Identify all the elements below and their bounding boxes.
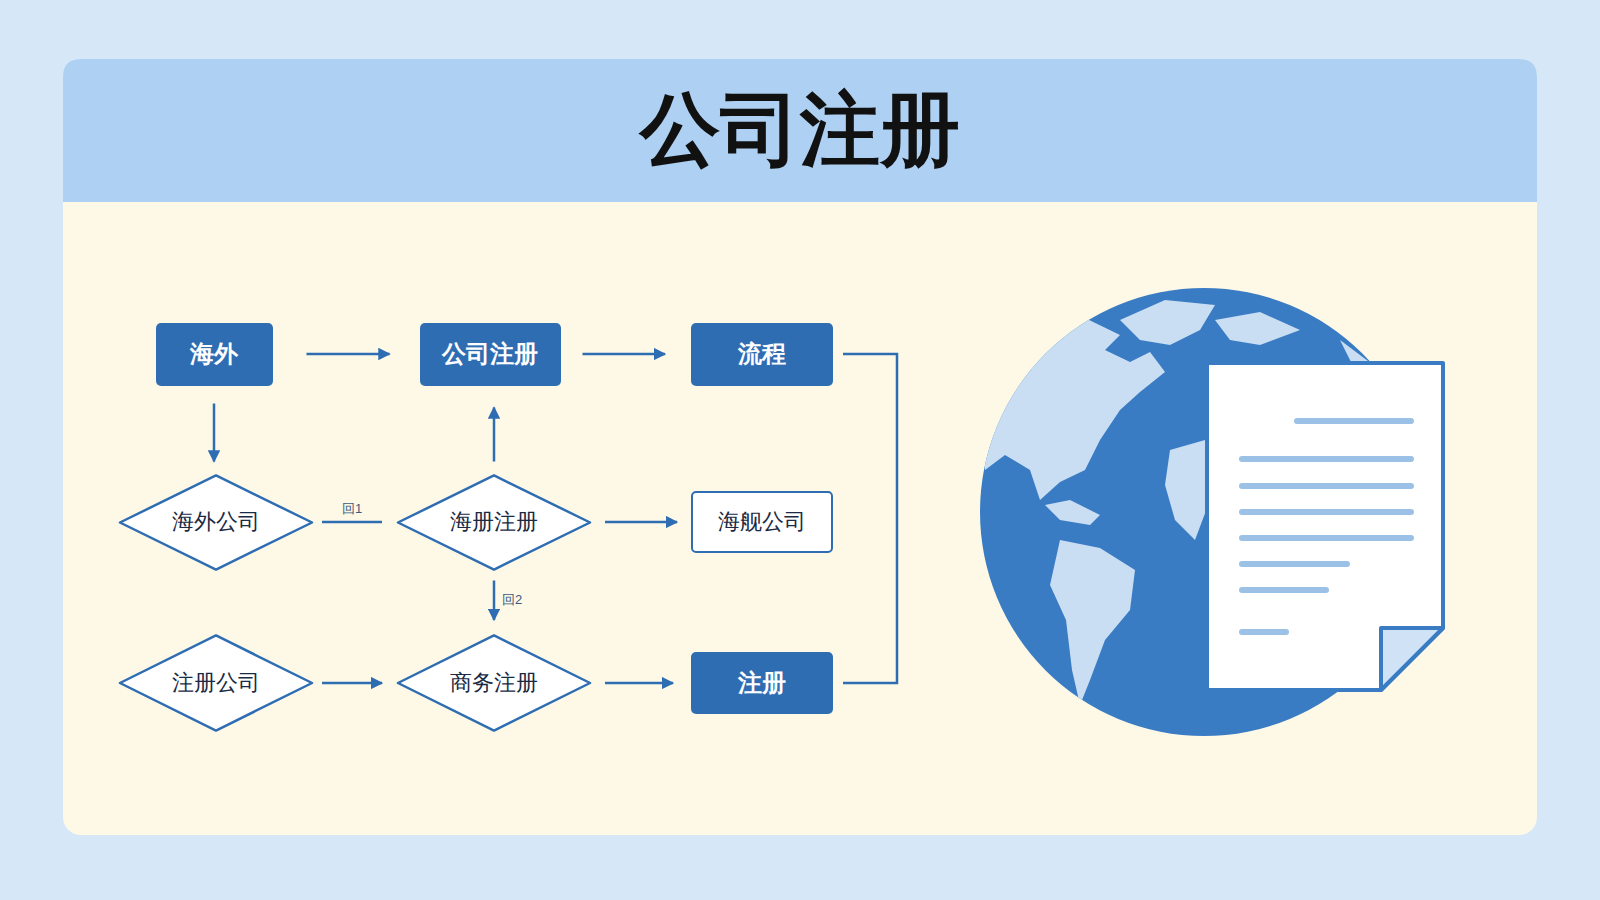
process-box: 公司注册 xyxy=(420,323,561,386)
connector xyxy=(322,682,382,685)
node-text: 海外公司 xyxy=(172,507,260,537)
connector xyxy=(493,581,496,621)
node-text: 海外 xyxy=(190,338,238,370)
decision-diamond: 海外公司 xyxy=(118,474,314,571)
connector xyxy=(213,404,216,462)
connector xyxy=(605,521,677,524)
edge-label: 回2 xyxy=(500,591,524,609)
connector xyxy=(493,408,496,462)
node-text: 注册公司 xyxy=(172,668,260,698)
decision-diamond: 商务注册 xyxy=(396,634,592,732)
node-text: 公司注册 xyxy=(442,338,538,370)
decision-diamond: 注册公司 xyxy=(118,634,314,732)
node-text: 注册 xyxy=(738,667,786,699)
edge-label: 回1 xyxy=(340,500,364,518)
process-box: 注册 xyxy=(691,652,833,714)
connector xyxy=(605,682,673,685)
title: 公司注册 xyxy=(63,59,1537,202)
connector xyxy=(322,521,382,524)
node-text: 商务注册 xyxy=(450,668,538,698)
node-text: 海册注册 xyxy=(450,507,538,537)
connector xyxy=(583,353,666,356)
decision-diamond: 海册注册 xyxy=(396,474,592,571)
process-box: 海外 xyxy=(156,323,273,386)
node-text: 流程 xyxy=(738,338,786,370)
header-band xyxy=(63,59,1537,202)
node-text: 海舰公司 xyxy=(718,507,806,537)
panel xyxy=(63,59,1537,835)
outline-box: 海舰公司 xyxy=(691,491,833,553)
process-box: 流程 xyxy=(691,323,833,386)
connector xyxy=(843,354,897,683)
document-icon xyxy=(1207,363,1443,690)
connector xyxy=(307,353,390,356)
